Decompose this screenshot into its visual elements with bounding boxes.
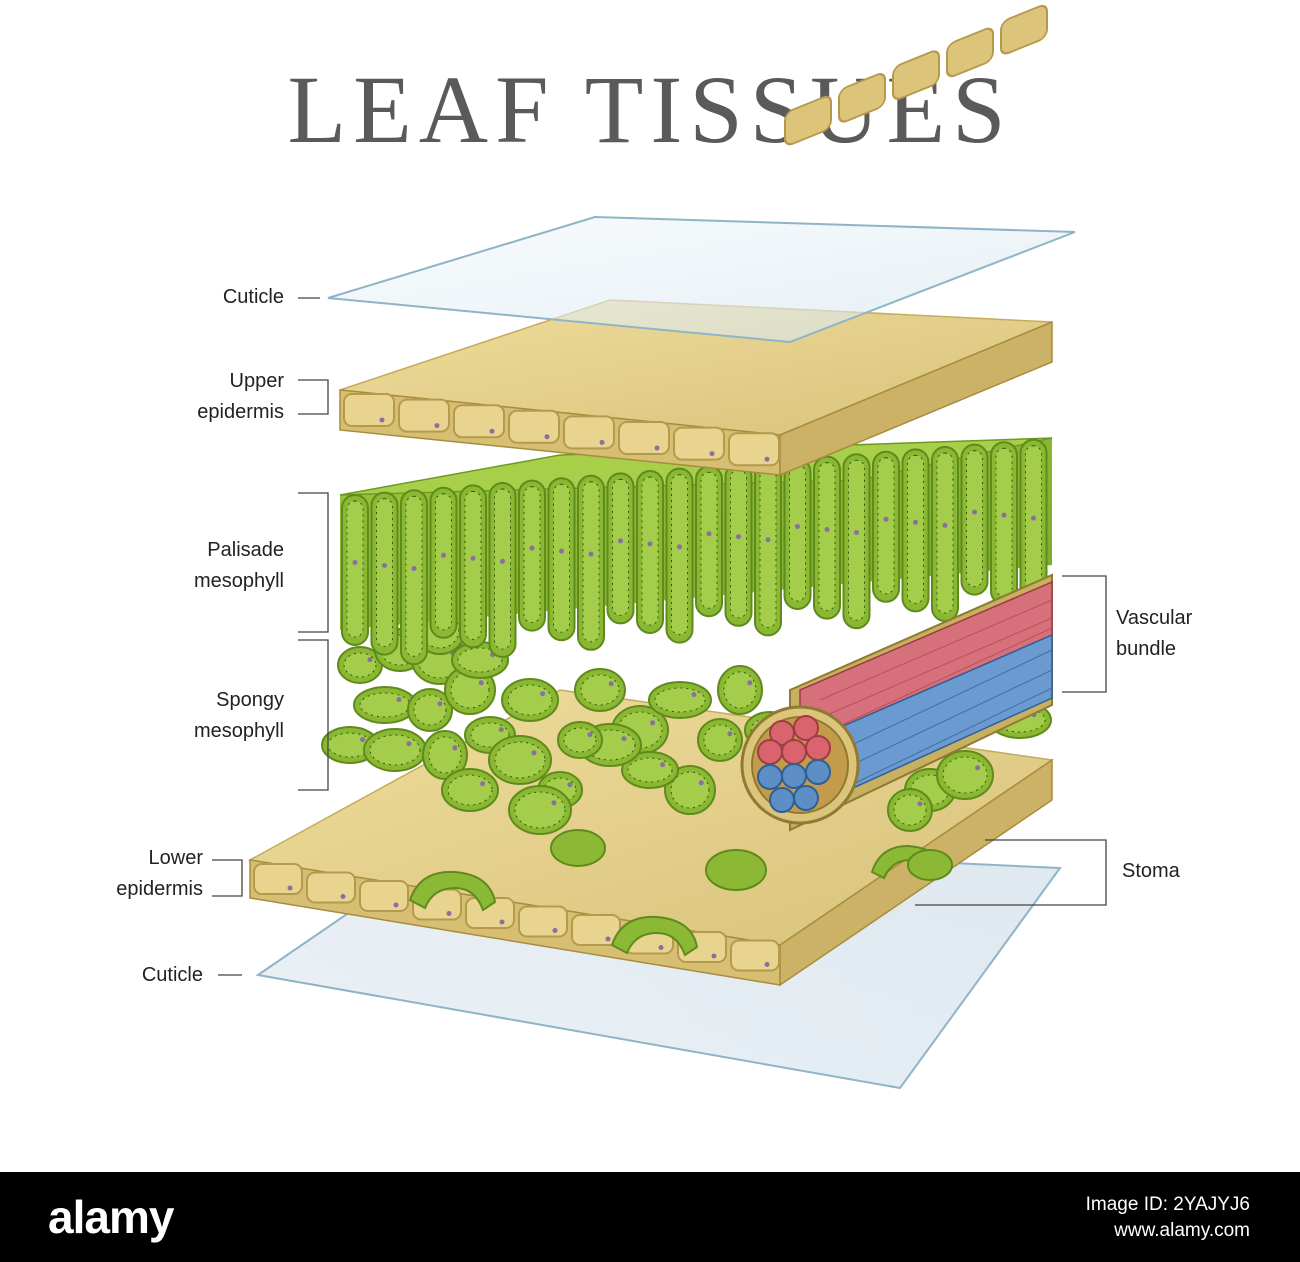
- label-cuticle-bottom: Cuticle: [142, 960, 203, 991]
- site-url: www.alamy.com: [1086, 1218, 1250, 1244]
- label-stoma: Stoma: [1122, 856, 1180, 887]
- label-cuticle-top: Cuticle: [223, 282, 284, 313]
- footer-bar: alamy Image ID: 2YAJYJ6 www.alamy.com: [0, 1172, 1300, 1262]
- footer-info: Image ID: 2YAJYJ6 www.alamy.com: [1086, 1192, 1250, 1244]
- image-id: Image ID: 2YAJYJ6: [1086, 1192, 1250, 1218]
- alamy-logo: alamy: [48, 1190, 173, 1244]
